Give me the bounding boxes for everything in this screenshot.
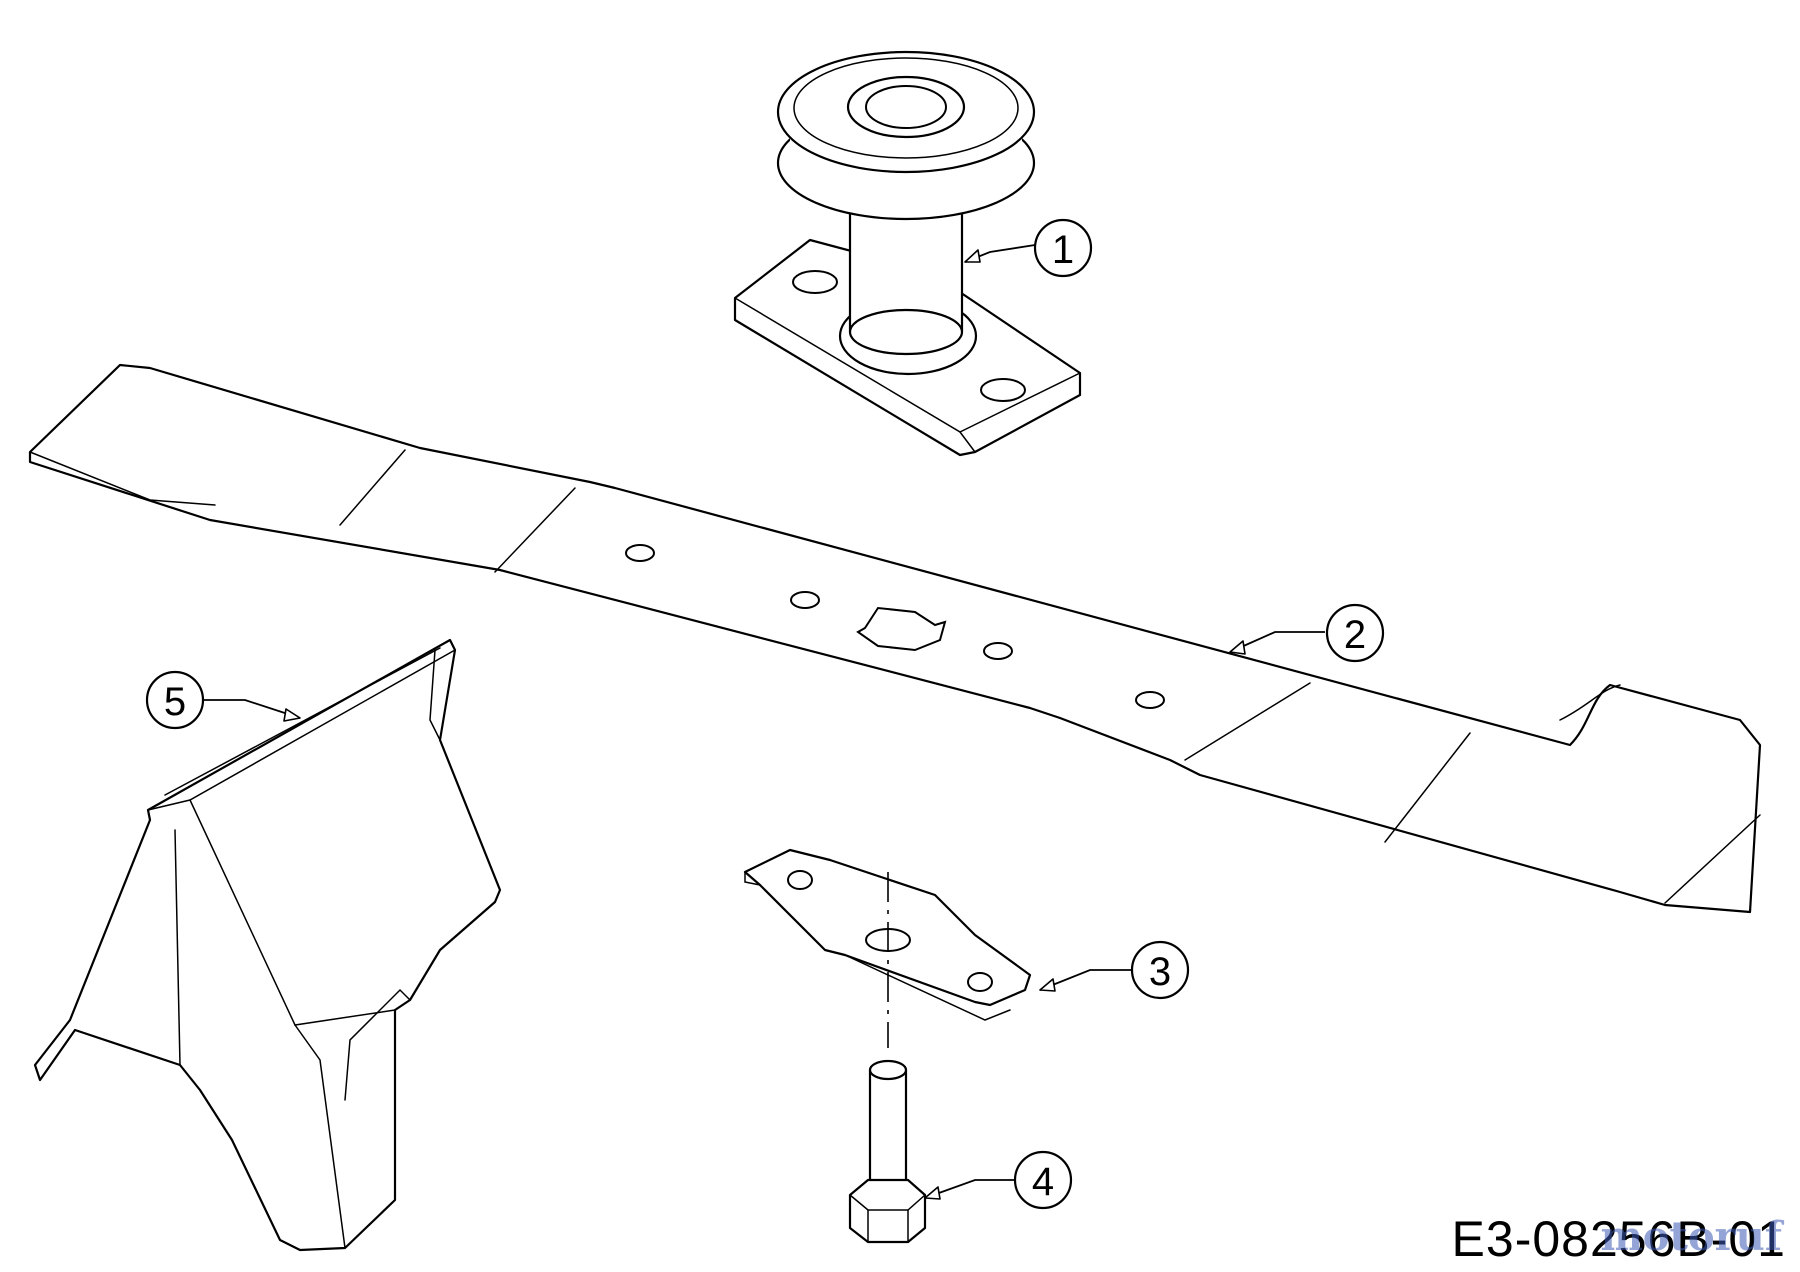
bolt-shank bbox=[868, 1068, 908, 1192]
blade-hole bbox=[1135, 691, 1165, 709]
callout-bubble bbox=[1013, 1150, 1073, 1210]
callout-2: 2 bbox=[1229, 603, 1385, 663]
callout-1: 1 bbox=[964, 218, 1093, 278]
plate-hole bbox=[792, 270, 838, 294]
callout-4: 4 bbox=[924, 1150, 1073, 1210]
callout-number: 5 bbox=[164, 680, 186, 724]
callout-bubble bbox=[1325, 603, 1385, 663]
callout-number: 2 bbox=[1344, 613, 1366, 657]
callout-number: 3 bbox=[1149, 950, 1171, 994]
callout-bubble bbox=[1130, 940, 1190, 1000]
blade-center-star-hole bbox=[856, 606, 947, 652]
blade-hole bbox=[790, 591, 820, 609]
callout-3: 3 bbox=[1039, 940, 1190, 1000]
mower-blade bbox=[28, 363, 1762, 914]
blade-bolt bbox=[848, 1059, 927, 1244]
adapter-pin bbox=[787, 870, 813, 890]
callout-number: 4 bbox=[1032, 1160, 1054, 1204]
adapter-pin bbox=[967, 972, 993, 992]
callout-bubble bbox=[145, 670, 205, 730]
bolt-hex-head bbox=[848, 1178, 927, 1244]
plate-hole bbox=[980, 378, 1026, 402]
spindle-assembly bbox=[733, 50, 1082, 457]
chute-outline bbox=[33, 638, 502, 1252]
watermark-logo: motoruf bbox=[1600, 1213, 1782, 1260]
callout-bubble bbox=[1033, 218, 1093, 278]
discharge-chute bbox=[33, 638, 502, 1252]
pulley-bore bbox=[865, 85, 947, 129]
drawing-code-label: E3-08256B-01 bbox=[1451, 1211, 1786, 1267]
callout-5: 5 bbox=[145, 670, 301, 730]
blade-hole bbox=[625, 544, 655, 562]
blade-hole bbox=[983, 642, 1013, 660]
callout-number: 1 bbox=[1052, 228, 1074, 272]
